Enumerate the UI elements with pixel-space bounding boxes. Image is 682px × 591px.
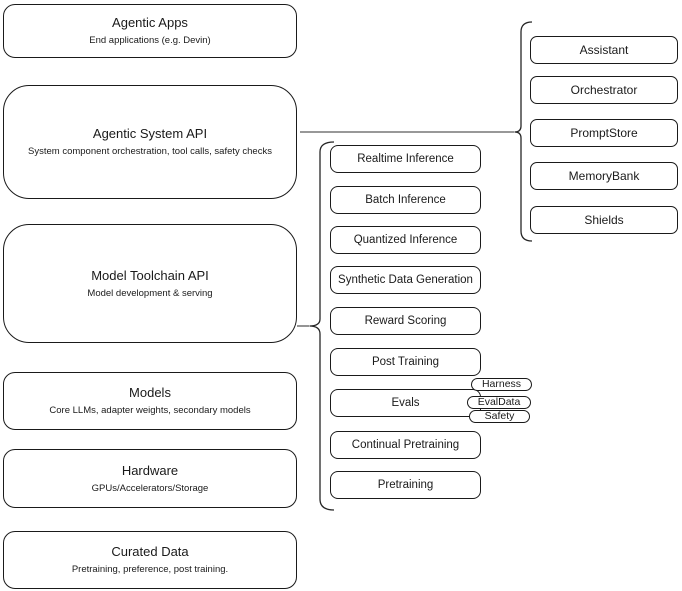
node-label: MemoryBank [568, 169, 640, 183]
node-pretraining: Pretraining [330, 471, 481, 499]
node-realtime-inference: Realtime Inference [330, 145, 481, 173]
node-label: Realtime Inference [357, 153, 454, 165]
node-post-training: Post Training [330, 348, 481, 376]
node-label: Assistant [579, 43, 629, 57]
node-model-toolchain-api: Model Toolchain API Model development & … [3, 224, 297, 343]
node-subtitle: End applications (e.g. Devin) [89, 35, 211, 46]
node-label: Continual Pretraining [351, 439, 460, 451]
node-title: Agentic System API [92, 126, 208, 141]
node-title: Agentic Apps [112, 15, 188, 30]
node-title: Model Toolchain API [91, 267, 209, 283]
node-models: Models Core LLMs, adapter weights, secon… [3, 372, 297, 430]
node-title: Curated Data [111, 544, 189, 559]
node-label: Evals [391, 397, 420, 409]
node-label: PromptStore [570, 126, 638, 140]
node-batch-inference: Batch Inference [330, 186, 481, 214]
node-evals: Evals [330, 389, 481, 417]
node-curated-data: Curated Data Pretraining, preference, po… [3, 531, 297, 589]
node-continual-pretraining: Continual Pretraining [330, 431, 481, 459]
node-promptstore: PromptStore [530, 119, 678, 147]
node-shields: Shields [530, 206, 678, 234]
node-orchestrator: Orchestrator [530, 76, 678, 104]
bracket-system-components [514, 21, 533, 242]
node-hardware: Hardware GPUs/Accelerators/Storage [3, 449, 297, 508]
tag-label: EvalData [477, 396, 521, 408]
node-subtitle: Core LLMs, adapter weights, secondary mo… [49, 405, 251, 416]
node-subtitle: System component orchestration, tool cal… [28, 146, 272, 157]
tag-label: Safety [484, 410, 515, 422]
bracket-toolchain-items [309, 141, 335, 511]
node-assistant: Assistant [530, 36, 678, 64]
tag-label: Harness [481, 378, 522, 390]
node-label: Pretraining [377, 479, 434, 491]
node-label: Batch Inference [365, 194, 446, 206]
node-quantized-inference: Quantized Inference [330, 226, 481, 254]
node-subtitle: Model development & serving [87, 287, 213, 299]
node-label: Reward Scoring [364, 315, 447, 327]
node-label: Shields [584, 213, 624, 227]
tag-safety: Safety [469, 410, 530, 423]
node-reward-scoring: Reward Scoring [330, 307, 481, 335]
tag-harness: Harness [471, 378, 532, 391]
node-synthetic-data-generation: Synthetic Data Generation [330, 266, 481, 294]
tag-evaldata: EvalData [467, 396, 531, 409]
node-agentic-system-api: Agentic System API System component orch… [3, 85, 297, 199]
node-label: Post Training [371, 356, 440, 368]
node-memorybank: MemoryBank [530, 162, 678, 190]
node-label: Synthetic Data Generation [338, 274, 473, 286]
node-subtitle: Pretraining, preference, post training. [71, 564, 229, 575]
node-agentic-apps: Agentic Apps End applications (e.g. Devi… [3, 4, 297, 58]
node-title: Hardware [121, 462, 179, 478]
node-subtitle: GPUs/Accelerators/Storage [91, 482, 209, 494]
node-label: Orchestrator [570, 83, 638, 97]
node-title: Models [129, 385, 171, 400]
node-label: Quantized Inference [353, 234, 458, 246]
